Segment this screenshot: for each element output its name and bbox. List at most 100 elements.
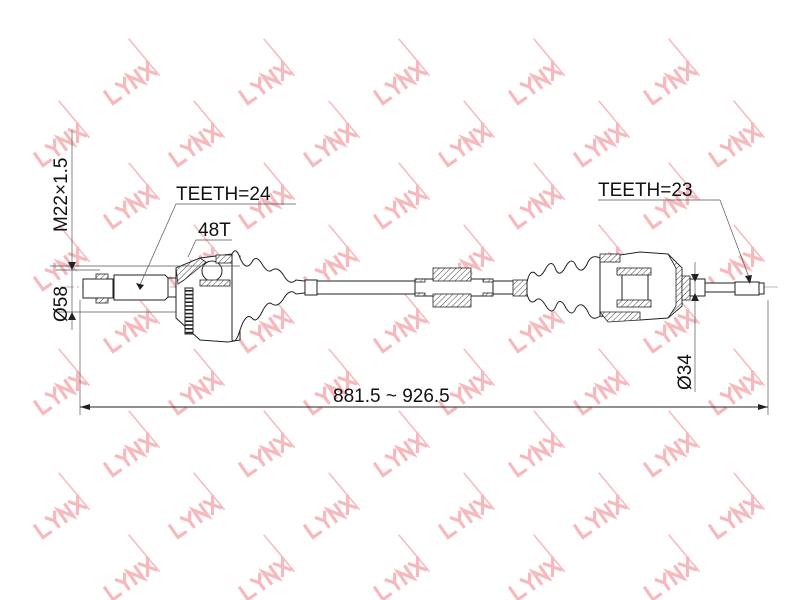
thread-label: M22×1.5 — [51, 158, 72, 232]
lynx-watermark-logo — [302, 370, 358, 416]
abs-ring-tooth — [185, 297, 193, 300]
outer-diameter-label: Ø58 — [51, 286, 72, 322]
lynx-watermark-logo — [167, 494, 223, 540]
watermark-stroke — [128, 38, 161, 77]
abs-ring-tooth — [185, 328, 193, 330]
abs-ring-tooth — [185, 316, 193, 319]
lynx-watermark-logo — [237, 308, 293, 354]
lynx-watermark-logo — [237, 60, 293, 106]
lynx-watermark-logo — [237, 432, 293, 478]
watermark-stroke — [463, 472, 496, 511]
inner-boot-clamp — [512, 279, 528, 297]
watermark-stroke — [668, 410, 701, 449]
outer-boot-clamp — [304, 279, 318, 296]
lynx-watermark-logo — [437, 494, 493, 540]
lynx-watermark-logo — [707, 494, 763, 540]
abs-ring-tooth — [185, 324, 193, 326]
outer-cv-joint — [175, 253, 241, 343]
watermark-stroke — [263, 534, 296, 573]
watermark-stroke — [398, 410, 431, 449]
abs-ring-tooth — [185, 290, 193, 292]
lynx-watermark-logo — [642, 308, 698, 354]
watermark-stroke — [598, 100, 631, 139]
lynx-watermark-logo — [372, 308, 428, 354]
watermark-stroke — [398, 162, 431, 201]
watermark-stroke — [598, 348, 631, 387]
lynx-watermark-logo — [102, 184, 158, 230]
watermark-stroke — [398, 38, 431, 77]
watermark-stroke — [193, 348, 226, 387]
lynx-watermark-logo — [102, 60, 158, 106]
watermark-stroke — [463, 224, 496, 263]
lynx-watermark-logo — [642, 556, 698, 600]
abs-ring-tooth — [185, 312, 193, 315]
lynx-watermark-logo — [372, 556, 428, 600]
watermark-stroke — [128, 534, 161, 573]
watermark-stroke — [598, 472, 631, 511]
lynx-watermark-logo — [507, 308, 563, 354]
lynx-watermark-logo — [707, 122, 763, 168]
lynx-watermark-logo — [167, 370, 223, 416]
lynx-watermark-logo — [372, 432, 428, 478]
length-label: 881.5 ~ 926.5 — [333, 386, 450, 407]
watermark-stroke — [733, 224, 766, 263]
watermark-stroke — [328, 472, 361, 511]
lynx-watermark-logo — [102, 432, 158, 478]
lynx-watermark-logo — [32, 246, 88, 292]
lynx-watermark-logo — [167, 122, 223, 168]
abs-ring-tooth — [185, 293, 193, 296]
watermark-stroke — [58, 348, 91, 387]
lynx-watermark-logo — [237, 184, 293, 230]
inner-stub — [689, 278, 765, 297]
watermark-stroke — [463, 100, 496, 139]
watermark-stroke — [668, 38, 701, 77]
watermark-stroke — [263, 38, 296, 77]
inner-tripod-joint — [599, 251, 691, 323]
lynx-watermark-logo — [642, 432, 698, 478]
lynx-watermark-logo — [32, 494, 88, 540]
lynx-watermark-logo — [372, 184, 428, 230]
watermark-stroke — [668, 534, 701, 573]
lynx-watermark-logo — [642, 184, 698, 230]
lynx-watermark-logo — [102, 308, 158, 354]
watermark-stroke — [263, 410, 296, 449]
abs-ring-label: 48T — [198, 220, 231, 241]
lynx-watermark-logo — [507, 556, 563, 600]
abs-ring-tooth — [185, 320, 193, 322]
outer-teeth-label: TEETH=24 — [176, 184, 271, 205]
watermark-stroke — [733, 100, 766, 139]
watermark-stroke — [58, 224, 91, 263]
damper — [414, 267, 494, 308]
watermark-stroke — [128, 410, 161, 449]
lynx-watermark-logo — [302, 494, 358, 540]
lynx-watermark-logo — [707, 370, 763, 416]
lynx-watermark-logo — [572, 370, 628, 416]
watermark-stroke — [533, 410, 566, 449]
inner-boot — [526, 256, 601, 319]
lynx-watermark-logo — [372, 60, 428, 106]
lynx-watermark-logo — [437, 122, 493, 168]
watermark-stroke — [193, 100, 226, 139]
watermark-stroke — [193, 472, 226, 511]
outer-stub — [82, 273, 185, 304]
watermark-stroke — [328, 224, 361, 263]
lynx-watermark-logo — [572, 494, 628, 540]
watermark-stroke — [398, 534, 431, 573]
watermark-stroke — [463, 348, 496, 387]
watermark-stroke — [533, 534, 566, 573]
watermark-stroke — [533, 162, 566, 201]
abs-ring-tooth — [185, 331, 193, 334]
lynx-watermark-logo — [102, 556, 158, 600]
lynx-watermark-logo — [507, 60, 563, 106]
lynx-watermark-logo — [437, 370, 493, 416]
inner-diameter-label: Ø34 — [675, 354, 696, 390]
watermark-stroke — [128, 162, 161, 201]
watermark-stroke — [263, 162, 296, 201]
watermark-stroke — [668, 162, 701, 201]
dimensions — [50, 130, 769, 415]
watermark-stroke — [58, 100, 91, 139]
watermark-stroke — [533, 38, 566, 77]
watermark-stroke — [328, 100, 361, 139]
